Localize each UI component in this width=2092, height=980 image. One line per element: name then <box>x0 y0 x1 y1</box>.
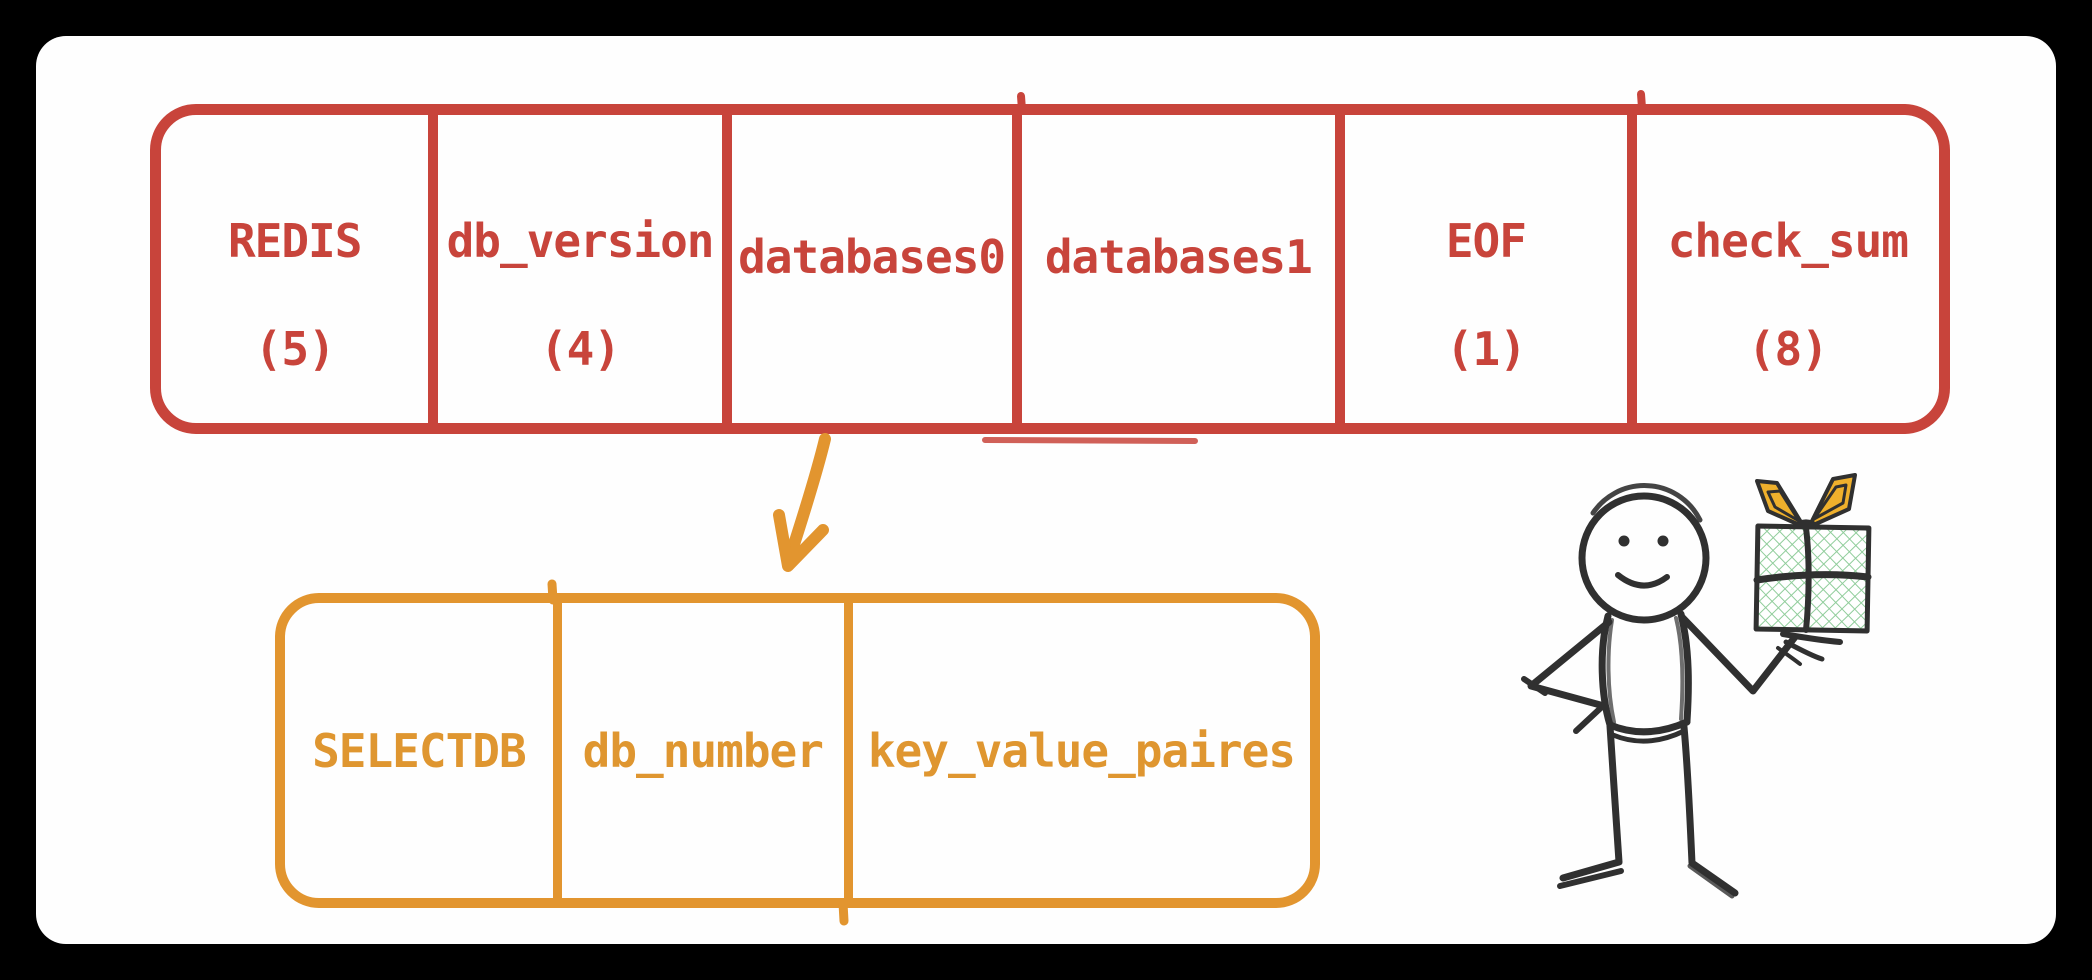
cell-size-label: (4) <box>539 322 621 377</box>
selectdb-structure-box: SELECTDB db_number key_value_paires <box>275 593 1320 908</box>
rdb-cell-db-version: db_version (4) <box>438 115 732 423</box>
rdb-cell-databases1: databases1 <box>1022 115 1346 423</box>
cell-label: databases1 <box>1044 229 1313 284</box>
rdb-cell-eof: EOF (1) <box>1345 115 1637 423</box>
selectdb-cell-key-value-paires: key_value_paires <box>853 603 1310 898</box>
cell-label: REDIS <box>227 214 362 269</box>
cell-label: check_sum <box>1667 214 1909 269</box>
cell-size-label: (1) <box>1445 322 1527 377</box>
cell-size-label: (8) <box>1747 322 1829 377</box>
cell-label: key_value_paires <box>867 723 1296 778</box>
rdb-cell-redis: REDIS (5) <box>161 115 439 423</box>
rdb-cell-databases0: databases0 <box>732 115 1022 423</box>
cell-label: SELECTDB <box>312 723 527 778</box>
selectdb-cell-selectdb: SELECTDB <box>285 603 562 898</box>
cell-label: databases0 <box>738 229 1006 284</box>
cell-label: EOF <box>1445 214 1527 269</box>
cell-size-label: (5) <box>254 322 336 377</box>
cell-label: db_number <box>582 723 824 778</box>
whiteboard-panel: REDIS (5) db_version (4) databases0 data… <box>36 36 2056 944</box>
rdb-cell-check-sum: check_sum (8) <box>1637 115 1939 423</box>
cell-label: db_version <box>446 214 715 269</box>
selectdb-cell-db-number: db_number <box>562 603 853 898</box>
rdb-file-structure-box: REDIS (5) db_version (4) databases0 data… <box>150 104 1950 434</box>
